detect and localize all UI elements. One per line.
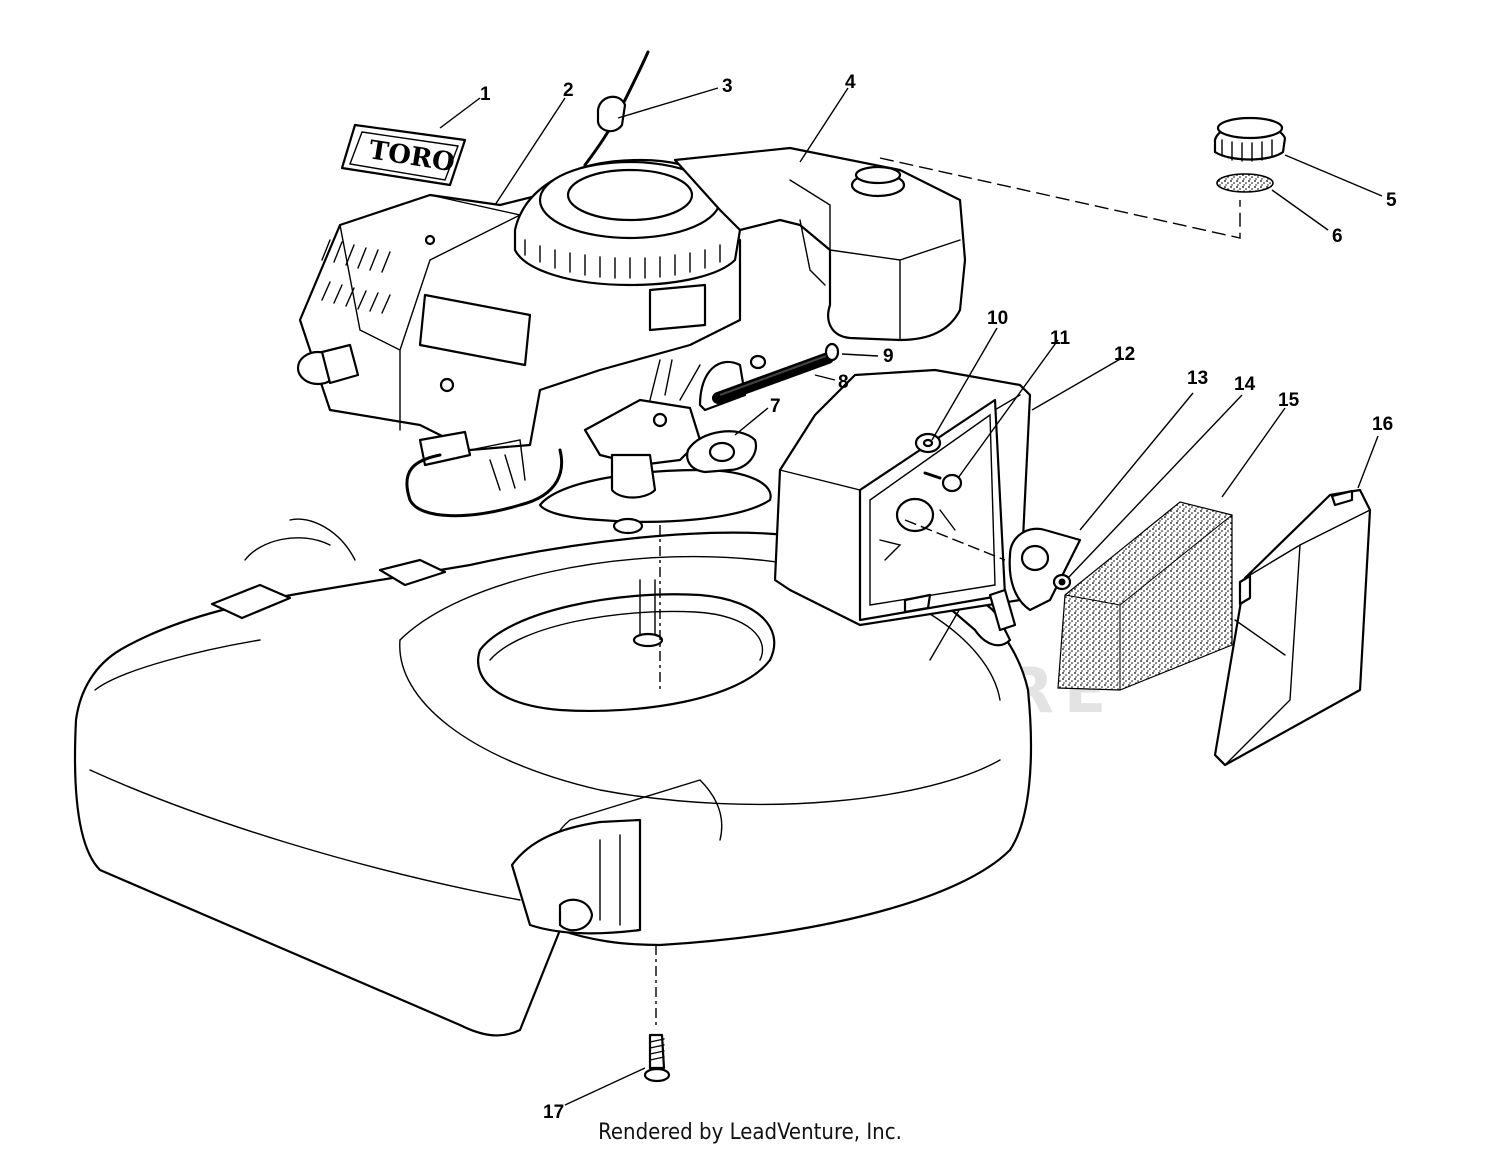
callout-13: 13 xyxy=(1187,368,1208,389)
callout-17: 17 xyxy=(543,1102,564,1123)
callout-6: 6 xyxy=(1332,226,1343,247)
air-cleaner-washer xyxy=(914,432,942,454)
callout-1: 1 xyxy=(480,84,491,105)
assembly-lines xyxy=(655,157,1241,1025)
callout-11: 11 xyxy=(1050,328,1071,349)
callout-8: 8 xyxy=(838,372,849,393)
callout-10: 10 xyxy=(987,308,1008,329)
fuel-cap-filter xyxy=(1216,173,1274,193)
callout-9: 9 xyxy=(883,346,894,367)
air-cleaner-screw xyxy=(923,471,963,493)
callout-2: 2 xyxy=(563,80,574,101)
callout-5: 5 xyxy=(1386,190,1397,211)
callout-16: 16 xyxy=(1372,414,1393,435)
hex-nut xyxy=(1052,573,1072,591)
fuel-tank xyxy=(673,146,967,342)
leader-lines xyxy=(439,87,1383,1106)
toro-decal: TORO xyxy=(340,123,467,187)
callout-4: 4 xyxy=(845,72,856,93)
air-cleaner-body xyxy=(773,368,1032,627)
air-filter-element xyxy=(1057,501,1233,691)
engine-assembly xyxy=(296,158,772,535)
hose-clamp xyxy=(749,342,840,370)
callout-numbers: 1 2 3 4 5 6 7 8 9 10 11 12 13 14 15 16 1… xyxy=(480,72,1397,1123)
callout-7: 7 xyxy=(770,396,781,417)
callout-14: 14 xyxy=(1234,374,1256,395)
callout-15: 15 xyxy=(1278,390,1300,411)
mounting-bolt xyxy=(643,1033,671,1083)
callout-3: 3 xyxy=(722,76,733,97)
fuel-cap xyxy=(1213,116,1287,162)
mower-deck xyxy=(73,518,1033,1037)
air-cleaner-cover xyxy=(1213,488,1372,767)
footer-credit: Rendered by LeadVenture, Inc. xyxy=(598,1120,902,1145)
throttle-cable xyxy=(583,50,650,167)
callout-12: 12 xyxy=(1114,344,1135,365)
mounting-plate xyxy=(988,527,1082,632)
fuel-line xyxy=(712,352,834,404)
